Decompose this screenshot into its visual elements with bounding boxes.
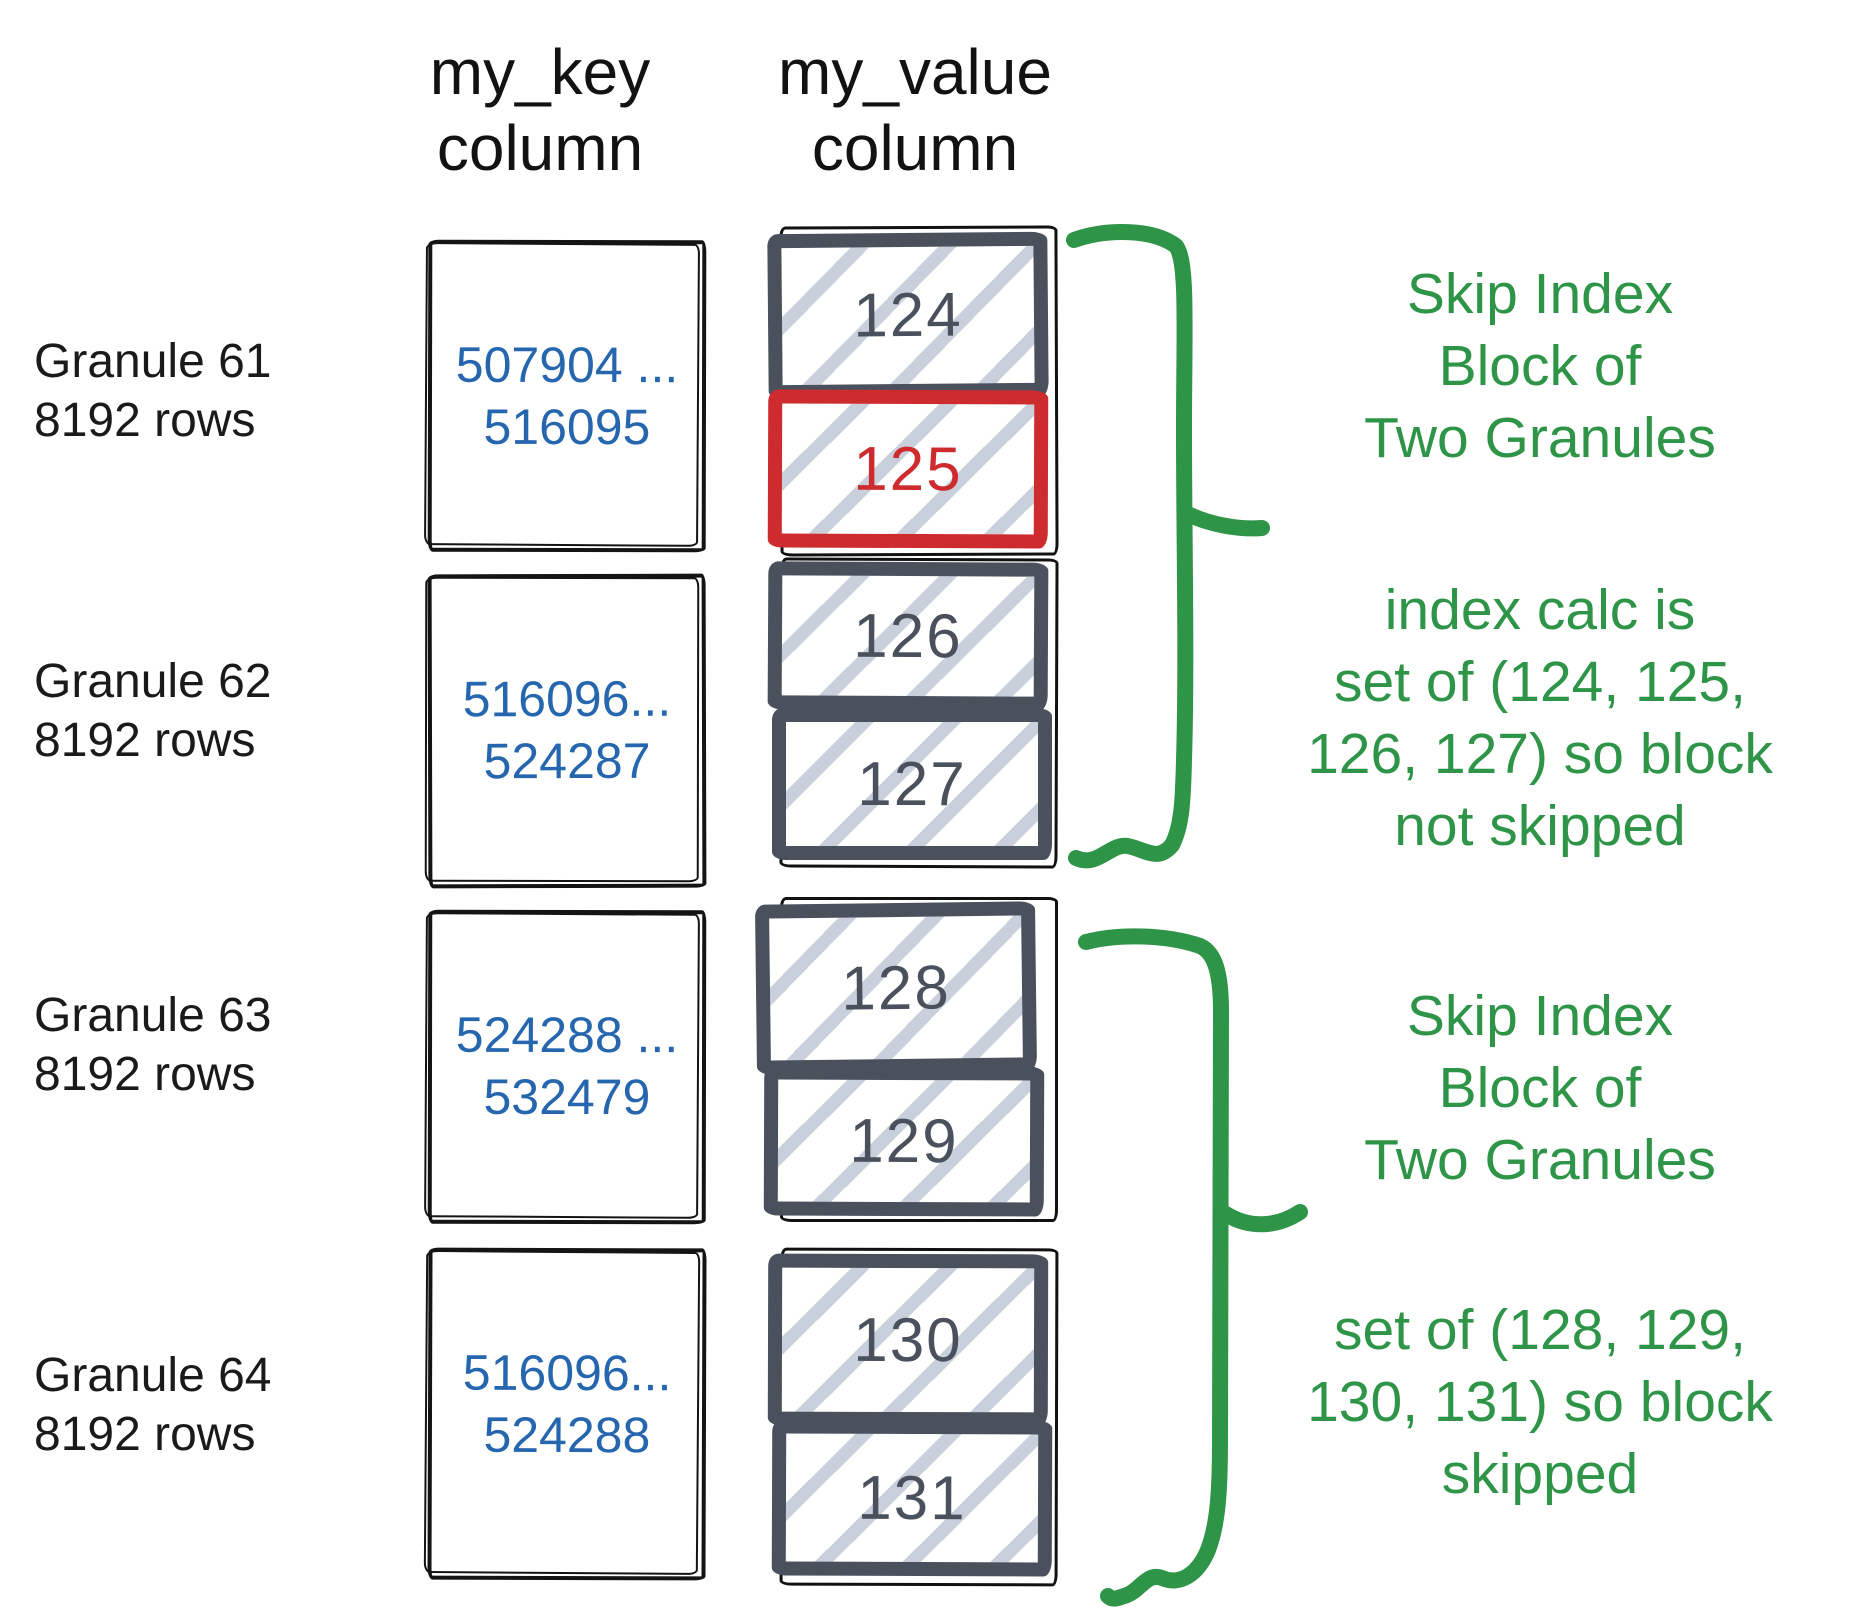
value-block-126: 126: [767, 561, 1049, 711]
granule-rows: 8192 rows: [34, 1408, 256, 1461]
granule-label-63: Granule 63 8192 rows: [34, 986, 344, 1104]
annotation-line: Skip Index: [1406, 984, 1674, 1048]
granule-label-61: Granule 61 8192 rows: [34, 332, 344, 450]
annotation-line: not skipped: [1394, 794, 1686, 858]
annotation-line: Skip Index: [1406, 262, 1674, 326]
key-range-end: 524287: [483, 732, 651, 790]
annotation-line: Block of: [1438, 1056, 1642, 1120]
key-range: 507904 ... 516095: [432, 334, 702, 459]
column-header-my-key: my_key column: [360, 34, 720, 186]
value-block-131: 131: [771, 1419, 1053, 1577]
value-block-129: 129: [763, 1065, 1045, 1217]
granule-name: Granule 61: [34, 335, 272, 388]
annotation-line: Two Granules: [1364, 406, 1716, 470]
annotation-line: skipped: [1441, 1442, 1639, 1506]
granule-name: Granule 62: [34, 655, 272, 708]
annotation-line: Block of: [1438, 334, 1642, 398]
value-block-124: 124: [767, 231, 1049, 400]
header-line: column: [436, 112, 644, 184]
key-column-box-61: 507904 ... 516095: [427, 239, 707, 553]
key-range-start: 507904 ...: [455, 336, 679, 394]
value-block-125-highlighted: 125: [767, 389, 1049, 549]
annotation-skip-index-block-1: Skip Index Block of Two Granules: [1230, 258, 1850, 474]
key-range-end: 532479: [483, 1068, 651, 1126]
header-line: column: [811, 112, 1019, 184]
header-line: my_value: [778, 36, 1052, 108]
block-number: 127: [857, 749, 967, 819]
key-column-box-62: 516096... 524287: [427, 573, 707, 889]
granule-name: Granule 63: [34, 989, 272, 1042]
annotation-skip-index-block-2: Skip Index Block of Two Granules: [1230, 980, 1850, 1196]
block-number: 129: [849, 1106, 959, 1176]
column-header-my-value: my_value column: [735, 34, 1095, 186]
key-range-start: 516096...: [462, 1344, 672, 1402]
annotation-line: set of (128, 129,: [1334, 1298, 1746, 1362]
block-number: 130: [853, 1305, 963, 1375]
value-block-127: 127: [772, 708, 1052, 860]
header-line: my_key: [429, 36, 651, 108]
value-block-130: 130: [767, 1253, 1049, 1427]
granule-label-64: Granule 64 8192 rows: [34, 1346, 344, 1464]
block-number: 124: [852, 280, 964, 351]
lower-brace-icon: [1078, 928, 1229, 1607]
value-block-128: 128: [754, 901, 1038, 1075]
key-column-box-63: 524288 ... 532479: [427, 909, 707, 1225]
block-number: 126: [853, 601, 963, 671]
annotation-index-calc-not-skipped: index calc is set of (124, 125, 126, 127…: [1230, 574, 1850, 862]
annotation-line: set of (124, 125,: [1334, 650, 1746, 714]
key-range: 516096... 524288: [432, 1342, 702, 1467]
granule-name: Granule 64: [34, 1349, 272, 1402]
annotation-line: Two Granules: [1364, 1128, 1716, 1192]
key-range-end: 524288: [483, 1406, 651, 1464]
annotation-index-calc-skipped: set of (128, 129, 130, 131) so block ski…: [1230, 1294, 1850, 1510]
annotation-line: 130, 131) so block: [1307, 1370, 1773, 1434]
block-number: 131: [857, 1463, 967, 1533]
key-range-start: 516096...: [462, 670, 672, 728]
annotation-line: 126, 127) so block: [1307, 722, 1773, 786]
block-number: 128: [840, 952, 952, 1024]
key-range: 524288 ... 532479: [432, 1004, 702, 1128]
lower-brace-tick-icon: [1218, 1204, 1308, 1233]
key-range-end: 516095: [483, 398, 651, 456]
upper-brace-tick-icon: [1180, 506, 1270, 537]
granule-rows: 8192 rows: [34, 394, 256, 447]
granule-label-62: Granule 62 8192 rows: [34, 652, 344, 770]
block-number: 125: [853, 434, 963, 504]
granule-rows: 8192 rows: [34, 1048, 256, 1101]
upper-brace-icon: [1066, 224, 1194, 869]
annotation-line: index calc is: [1384, 578, 1696, 642]
key-column-box-64: 516096... 524288: [427, 1247, 707, 1581]
granule-rows: 8192 rows: [34, 714, 256, 767]
key-range-start: 524288 ...: [455, 1006, 679, 1064]
key-range: 516096... 524287: [432, 668, 702, 793]
